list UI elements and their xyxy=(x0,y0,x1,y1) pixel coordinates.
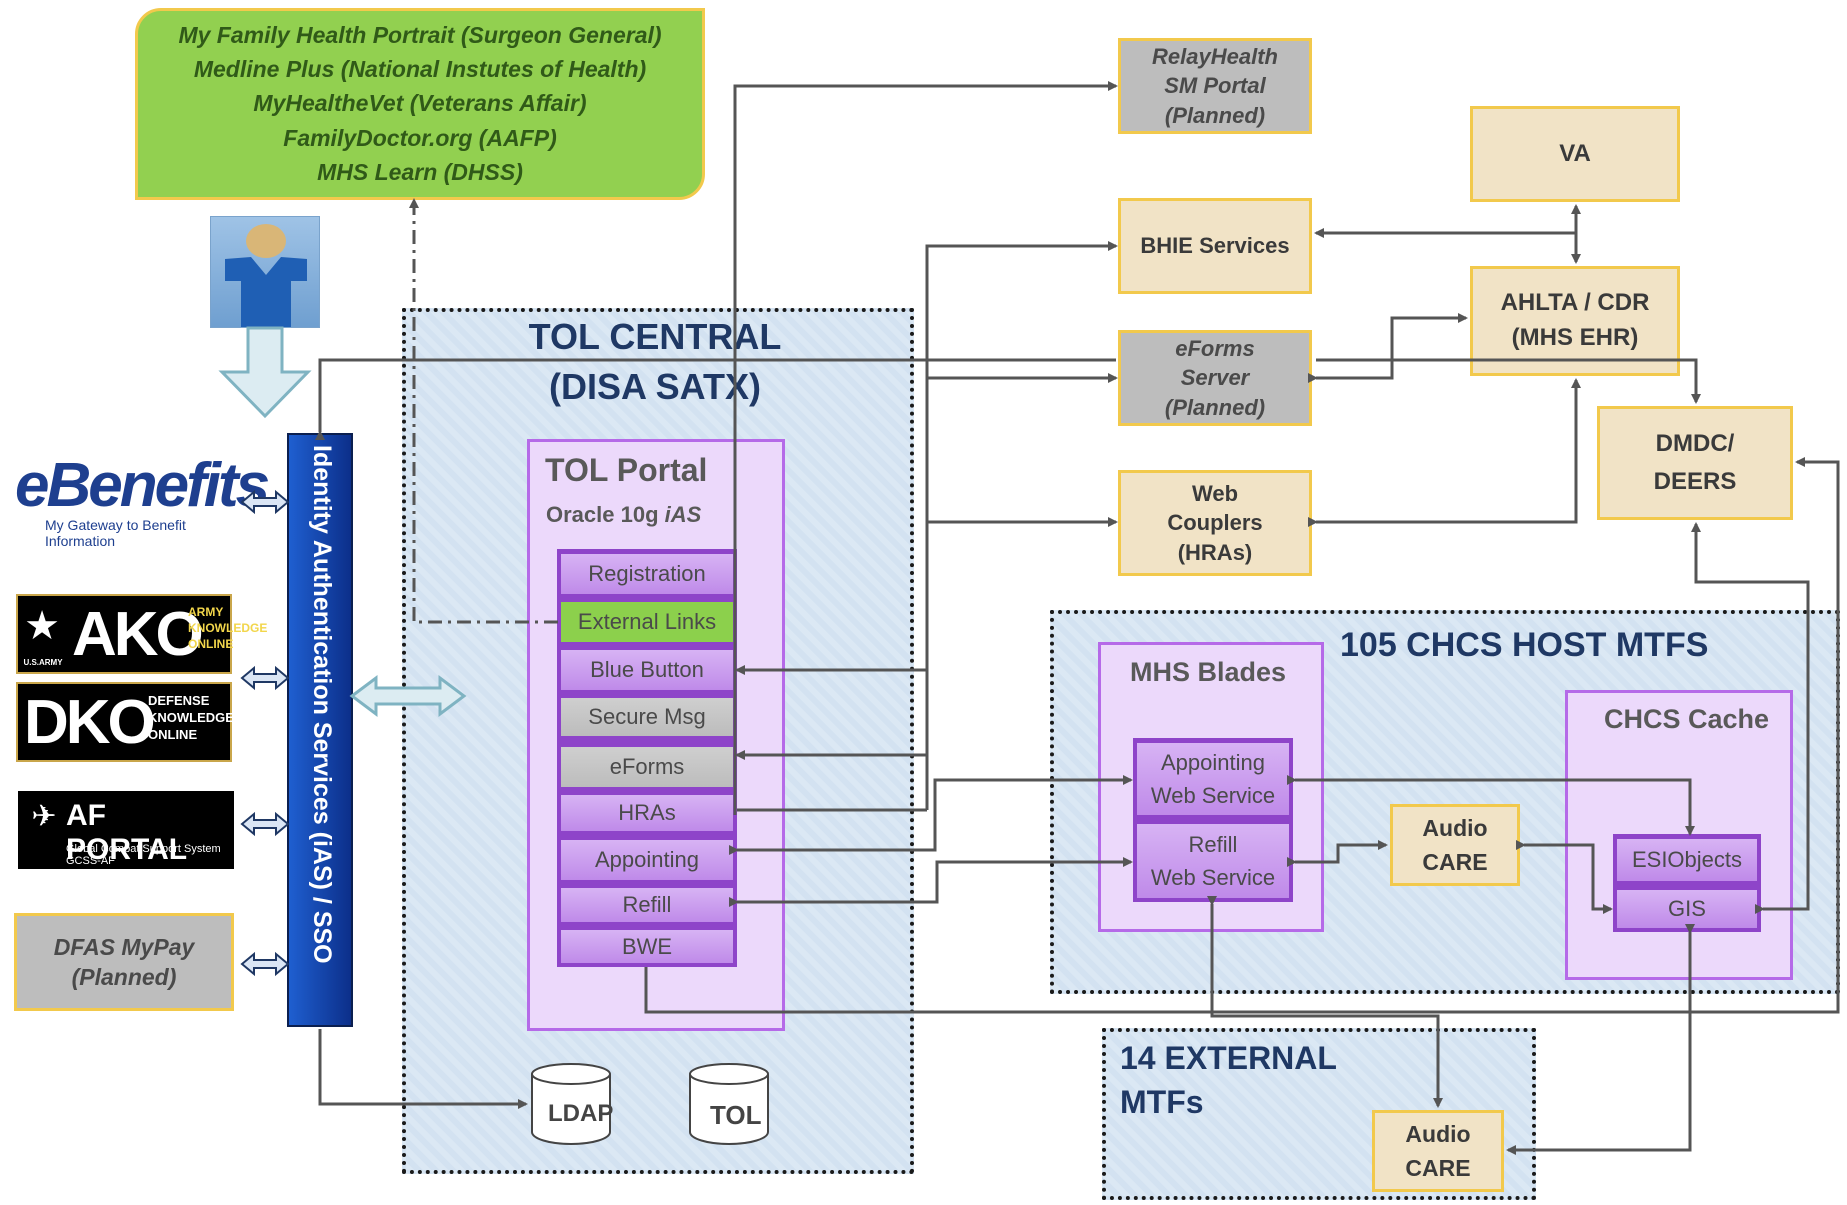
ako-logo[interactable]: ★ U.S.ARMY AKO ARMY KNOWLEDGE ONLINE xyxy=(16,594,267,674)
ahlta-cdr-box[interactable]: AHLTA / CDR (MHS EHR) xyxy=(1470,266,1680,376)
user-to-ias-arrow xyxy=(218,326,312,419)
external-site-family-health-portrait[interactable]: My Family Health Portrait (Surgeon Gener… xyxy=(178,22,662,49)
tol-portal-subtitle: Oracle 10g iAS xyxy=(546,502,702,527)
dmdc-deers-box[interactable]: DMDC/ DEERS xyxy=(1597,406,1793,520)
user-icon xyxy=(210,216,320,328)
mhs-blades-title: MHS Blades xyxy=(1130,657,1287,687)
af-wings-icon: ✈ xyxy=(31,800,57,833)
service-blue-button[interactable]: Blue Button xyxy=(559,648,735,692)
ias-sso-bar[interactable]: Identity Authentication Services (iAS) /… xyxy=(287,433,353,1027)
service-secure-msg[interactable]: Secure Msg xyxy=(559,696,735,738)
appointing-web-service[interactable]: Appointing Web Service xyxy=(1135,741,1291,817)
external-site-myhealthevet[interactable]: MyHealtheVet (Veterans Affair) xyxy=(253,90,587,117)
ako-ias-arrow xyxy=(240,665,290,691)
chcs-host-title: 105 CHCS HOST MTFS xyxy=(1340,626,1709,664)
army-star-icon: ★ xyxy=(24,604,60,648)
chcs-cache-title: CHCS Cache xyxy=(1604,704,1770,734)
external-mtfs-title: 14 EXTERNAL MTFs xyxy=(1120,1040,1337,1120)
eforms-server-box[interactable]: eForms Server (Planned) xyxy=(1118,330,1312,426)
external-site-medline-plus[interactable]: Medline Plus (National Instutes of Healt… xyxy=(193,56,647,83)
ebenefits-logo[interactable]: eBenefits My Gateway to Benefit Informat… xyxy=(15,451,270,550)
eforms-to-ahlta-connector xyxy=(1308,313,1468,383)
service-eforms[interactable]: eForms xyxy=(559,745,735,789)
service-hras[interactable]: HRAs xyxy=(559,793,735,833)
service-appointing[interactable]: Appointing xyxy=(559,838,735,882)
bhie-services-box[interactable]: BHIE Services xyxy=(1118,198,1312,294)
af-portal-logo[interactable]: ✈ AF PORTAL Global Combat Support System… xyxy=(18,791,234,869)
gis-service[interactable]: GIS xyxy=(1615,888,1759,930)
external-site-familydoctor[interactable]: FamilyDoctor.org (AAFP) xyxy=(283,124,557,151)
database-icon xyxy=(689,1063,769,1145)
esiobjects-service[interactable]: ESIObjects xyxy=(1615,837,1759,883)
dko-logo[interactable]: DKO DEFENSE KNOWLEDGE ONLINE xyxy=(16,682,234,762)
relayhealth-box[interactable]: RelayHealth SM Portal (Planned) xyxy=(1118,38,1312,134)
database-icon xyxy=(531,1063,611,1145)
tol-database[interactable]: TOL xyxy=(688,1062,770,1146)
external-health-sites-box: My Family Health Portrait (Surgeon Gener… xyxy=(135,8,705,200)
dfas-ias-arrow xyxy=(240,951,290,977)
service-registration[interactable]: Registration xyxy=(559,552,735,596)
ias-sso-label: Identity Authentication Services (iAS) /… xyxy=(308,445,336,964)
dfas-mypay-box[interactable]: DFAS MyPay (Planned) xyxy=(14,913,234,1011)
tol-portal-title: TOL Portal xyxy=(545,452,708,488)
afportal-ias-arrow xyxy=(240,811,290,837)
web-couplers-box[interactable]: Web Couplers (HRAs) xyxy=(1118,470,1312,576)
tol-central-title: TOL CENTRAL (DISA SATX) xyxy=(528,316,782,407)
va-box[interactable]: VA xyxy=(1470,106,1680,202)
service-refill[interactable]: Refill xyxy=(559,886,735,924)
ldap-database[interactable]: LDAP xyxy=(530,1062,613,1146)
webcouplers-to-ahlta-connector xyxy=(1308,378,1581,527)
refill-web-service[interactable]: Refill Web Service xyxy=(1135,822,1291,900)
audio-care-external-box[interactable]: Audio CARE xyxy=(1372,1110,1504,1192)
service-external-links[interactable]: External Links xyxy=(559,600,735,644)
audio-care-host-box[interactable]: Audio CARE xyxy=(1390,804,1520,886)
service-bwe[interactable]: BWE xyxy=(559,928,735,965)
external-site-mhs-learn[interactable]: MHS Learn (DHSS) xyxy=(317,158,523,185)
